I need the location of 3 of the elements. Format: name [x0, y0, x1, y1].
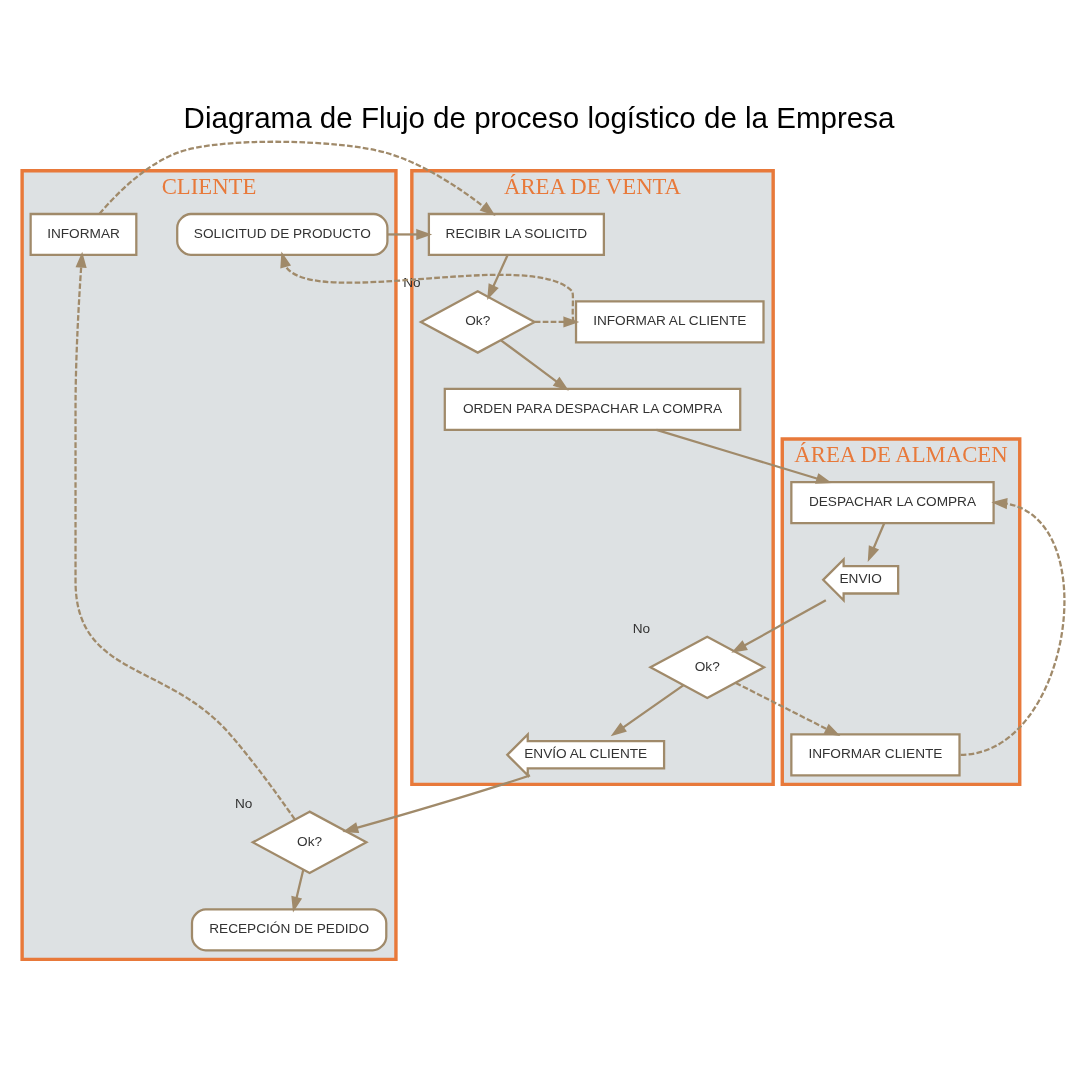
- node-label: No: [234, 795, 253, 811]
- diagram-title: Diagrama de Flujo de proceso logístico de la Empresa: [183, 100, 895, 134]
- node-label: No: [632, 620, 651, 636]
